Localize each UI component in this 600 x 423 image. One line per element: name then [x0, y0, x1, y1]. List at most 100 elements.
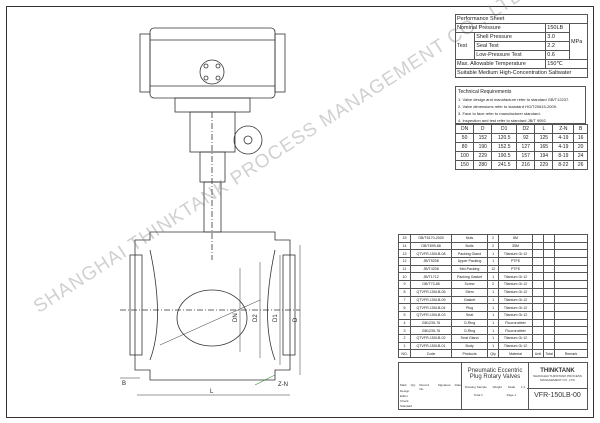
table-cell: Packing Gasket: [450, 272, 489, 282]
empty-cell: [532, 287, 544, 297]
table-cell: 229: [473, 151, 493, 161]
table-cell: Seat Gland: [450, 333, 489, 343]
table-cell: GB/T6170-2000: [410, 234, 452, 243]
dim-d1: D1: [273, 314, 279, 322]
label: Nominal Pressure: [454, 23, 547, 33]
total-sheets: Total 1: [473, 393, 483, 397]
table-cell: O-Ring: [450, 318, 489, 328]
dim-dn: DN: [233, 313, 239, 322]
dim-d2: D2: [253, 314, 259, 322]
empty-cell: [554, 264, 588, 274]
label: Low-Pressure Test: [474, 50, 547, 60]
table-cell: Fluororubber: [498, 326, 533, 335]
empty-cell: [532, 264, 544, 274]
tech-title: Technical Requirements: [458, 89, 512, 95]
table-cell: 1: [487, 249, 500, 259]
empty-cell: [532, 303, 544, 312]
table-cell: JB/T5208: [410, 257, 452, 266]
table-cell: JB/T4208: [410, 264, 452, 274]
table-cell: Titanium Gr.12: [498, 333, 533, 343]
value: 2.2: [545, 41, 570, 51]
label: Seal Test: [474, 41, 547, 51]
empty-cell: [543, 303, 555, 312]
dim-l: L: [210, 389, 214, 395]
table-cell: 157: [516, 151, 536, 161]
empty-cell: [532, 295, 544, 305]
table-cell: 3: [397, 326, 412, 335]
table-cell: 150: [454, 160, 475, 170]
role-label: Design: [400, 389, 410, 393]
empty-cell: [543, 272, 555, 282]
table-cell: 1: [487, 333, 500, 343]
empty-cell: [532, 241, 544, 251]
empty-cell: [543, 264, 555, 274]
table-cell: 165: [534, 142, 554, 152]
company-logo: THINKTANK: [540, 368, 575, 374]
table-cell: 7: [397, 295, 412, 305]
empty-cell: [543, 318, 555, 328]
role-label: Check: [400, 399, 409, 403]
perf-title: Performance Sheet: [455, 14, 588, 24]
table-cell: Bolts: [450, 241, 489, 251]
unit: MPa: [569, 23, 588, 60]
table-cell: 9: [397, 280, 412, 289]
table-cell: 10: [397, 272, 412, 282]
table-cell: 229: [534, 160, 554, 170]
table-cell: O-Ring: [450, 326, 489, 335]
table-cell: 125: [534, 133, 554, 143]
scale-label: Scale: [507, 385, 516, 389]
table-cell: 12: [487, 264, 500, 274]
empty-cell: [532, 249, 544, 259]
role-label: Editor: [400, 394, 408, 398]
role-label: Standard: [400, 404, 413, 408]
scale-value: 1:1: [520, 385, 526, 389]
table-cell: 12: [397, 257, 412, 266]
table-cell: 1: [487, 257, 500, 266]
empty-cell: [532, 280, 544, 289]
table-cell: QTVFR-150LB-05: [410, 287, 452, 297]
table-cell: 1: [487, 326, 500, 335]
empty-cell: [554, 295, 588, 305]
empty-cell: [532, 272, 544, 282]
table-cell: GB1235-76: [410, 318, 452, 328]
column-header: DN: [454, 124, 475, 134]
empty-cell: [543, 280, 555, 289]
empty-cell: [543, 326, 555, 335]
label: Max. Allowable Temperature: [454, 59, 547, 69]
column-header: B: [573, 124, 588, 134]
empty-cell: [554, 249, 588, 259]
empty-cell: [543, 333, 555, 343]
empty-cell: [543, 241, 555, 251]
empty-cell: [554, 287, 588, 297]
column-header: Remark: [554, 349, 588, 358]
table-cell: 11: [397, 264, 412, 274]
column-header: Unit: [532, 349, 544, 358]
empty-cell: [554, 318, 588, 328]
table-cell: 16: [573, 133, 588, 143]
label: Test: [454, 32, 476, 60]
table-cell: QTVFR-150LB-04: [410, 303, 452, 312]
table-cell: 152.5: [491, 142, 518, 152]
table-cell: Upper Packing: [450, 257, 489, 266]
table-cell: QTVFR-150LB-03: [410, 310, 452, 320]
table-cell: Stem: [450, 287, 489, 297]
revision-header: Signature: [437, 383, 451, 387]
empty-cell: [543, 257, 555, 266]
table-cell: Gasket: [450, 295, 489, 305]
